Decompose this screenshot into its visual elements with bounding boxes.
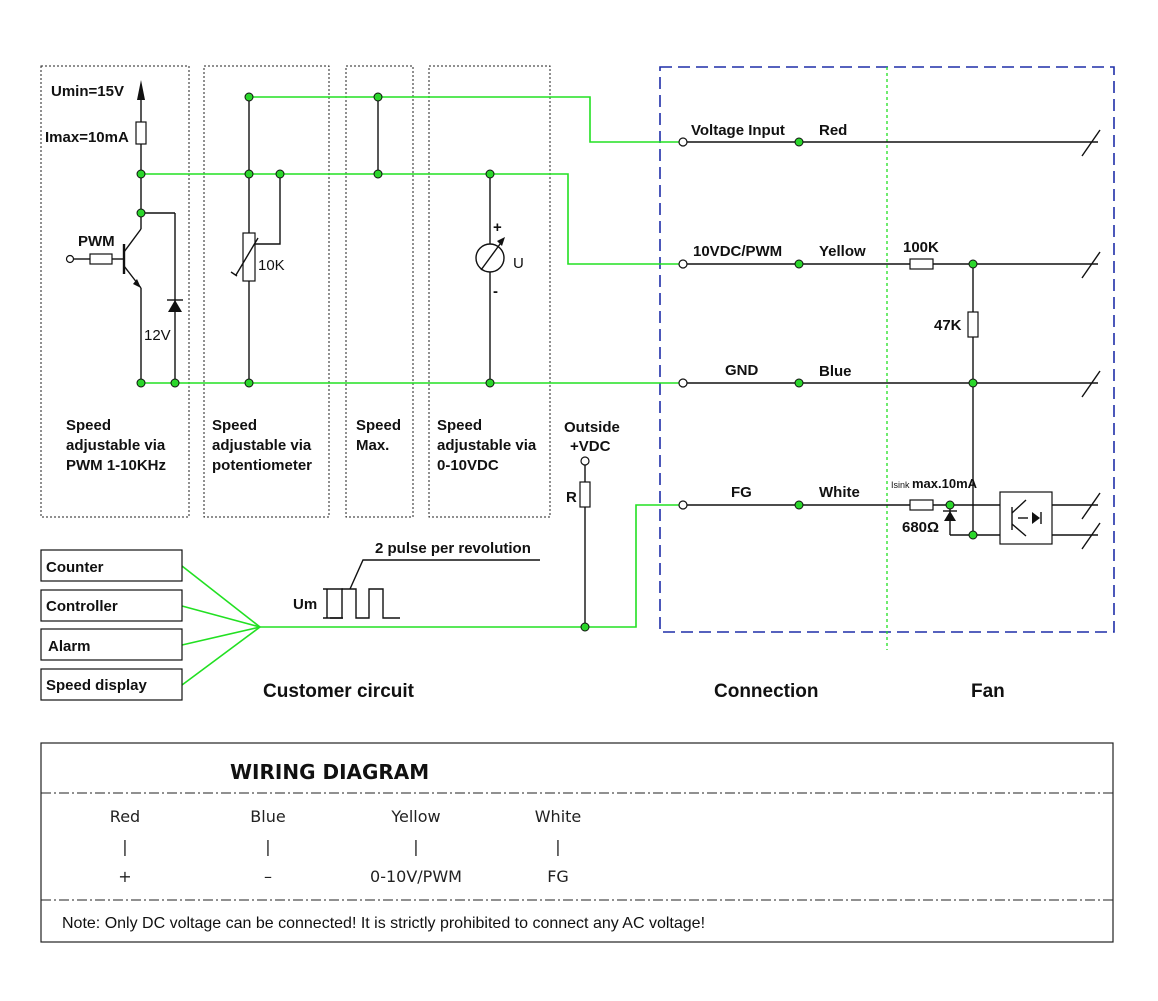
wire-speed-display <box>181 626 261 686</box>
isink-sub-label: Isink <box>891 480 910 490</box>
wire-fg <box>260 504 683 628</box>
wire-counter <box>181 565 261 628</box>
pullup-resistor <box>579 456 591 627</box>
table-color-blue: Blue <box>250 807 285 826</box>
wiring-table <box>40 742 1114 943</box>
table-color-yellow: Yellow <box>390 807 440 826</box>
table-value-white: FG <box>547 867 569 886</box>
meter-label: U <box>513 255 524 272</box>
wire-voltage-input <box>249 96 683 143</box>
signal-fg: FG <box>731 484 752 501</box>
caption-fan: Fan <box>971 681 1005 702</box>
table-bar-yellow: | <box>413 837 418 856</box>
table-color-white: White <box>535 807 582 826</box>
device-box <box>40 589 183 622</box>
table-value-red: + <box>118 867 131 886</box>
device-alarm: Alarm <box>48 638 91 655</box>
table-color-red: Red <box>110 807 140 826</box>
isink-label: max.10mA <box>912 476 978 491</box>
pwm-desc-1: Speed <box>66 417 111 434</box>
caption-customer-circuit: Customer circuit <box>263 681 415 702</box>
outside-label-2: +VDC <box>570 438 611 455</box>
pot-desc-2: adjustable via <box>212 437 312 454</box>
table-title: WIRING DIAGRAM <box>230 760 429 784</box>
device-box <box>40 549 183 582</box>
signal-pwm: 10VDC/PWM <box>693 243 782 260</box>
device-controller: Controller <box>46 598 118 615</box>
pwm-label: PWM <box>78 233 115 250</box>
device-box <box>40 668 183 701</box>
outside-label-1: Outside <box>564 419 620 436</box>
pwm-transistor-circuit <box>65 80 183 383</box>
pwm-desc-2: adjustable via <box>66 437 166 454</box>
table-bar-blue: | <box>265 837 270 856</box>
max-desc-1: Speed <box>356 417 401 434</box>
zener-diode-icon <box>168 300 182 312</box>
imax-label: Imax=10mA <box>45 129 129 146</box>
pwm-desc-3: PWM 1-10KHz <box>66 457 166 474</box>
max-desc-2: Max. <box>356 437 389 454</box>
wire-alarm <box>181 626 261 646</box>
optocoupler-icon <box>999 491 1053 545</box>
meter-minus: - <box>493 283 498 300</box>
wire-blue-label: Blue <box>819 363 852 380</box>
device-counter: Counter <box>46 559 104 576</box>
device-box <box>40 628 183 661</box>
signal-gnd: GND <box>725 362 759 379</box>
volt-desc-2: adjustable via <box>437 437 537 454</box>
voltmeter-circuit <box>475 174 505 383</box>
um-label: Um <box>293 596 317 613</box>
pwm-block-frame <box>40 65 190 518</box>
pot-label: 10K <box>258 257 285 274</box>
resistor-r-label: R <box>566 489 577 506</box>
table-note: Note: Only DC voltage can be connected! … <box>62 915 705 932</box>
resistor-100k: 100K <box>903 239 939 256</box>
umin-label: Umin=15V <box>51 83 124 100</box>
pot-desc-1: Speed <box>212 417 257 434</box>
wire-red-label: Red <box>819 122 847 139</box>
volt-desc-3: 0-10VDC <box>437 457 499 474</box>
wire-yellow-label: Yellow <box>819 243 866 260</box>
device-speed-display: Speed display <box>46 677 148 694</box>
arrow-up-icon <box>137 80 145 100</box>
resistor-47k: 47K <box>934 317 962 334</box>
potentiometer-icon <box>235 237 259 276</box>
zener-label: 12V <box>144 327 171 344</box>
resistor-680: 680Ω <box>902 519 939 536</box>
potentiometer-circuit <box>230 97 281 383</box>
signal-voltage-input: Voltage Input <box>691 122 785 139</box>
pulse-waveform <box>323 559 540 619</box>
pot-desc-3: potentiometer <box>212 457 312 474</box>
connection-lines <box>683 129 1101 550</box>
meter-plus: + <box>493 219 502 236</box>
wire-pwm-signal <box>141 173 683 265</box>
wire-white-label: White <box>819 484 860 501</box>
wire-controller <box>181 605 261 628</box>
table-bar-red: | <box>122 837 127 856</box>
caption-connection: Connection <box>714 681 819 702</box>
device-list <box>40 549 183 701</box>
volt-desc-1: Speed <box>437 417 482 434</box>
table-value-yellow: 0-10V/PWM <box>370 867 462 886</box>
max-block-frame <box>345 65 414 518</box>
table-value-blue: – <box>264 867 272 886</box>
table-bar-white: | <box>555 837 560 856</box>
pulse-label: 2 pulse per revolution <box>375 540 531 557</box>
voltage-block-frame <box>428 65 551 518</box>
